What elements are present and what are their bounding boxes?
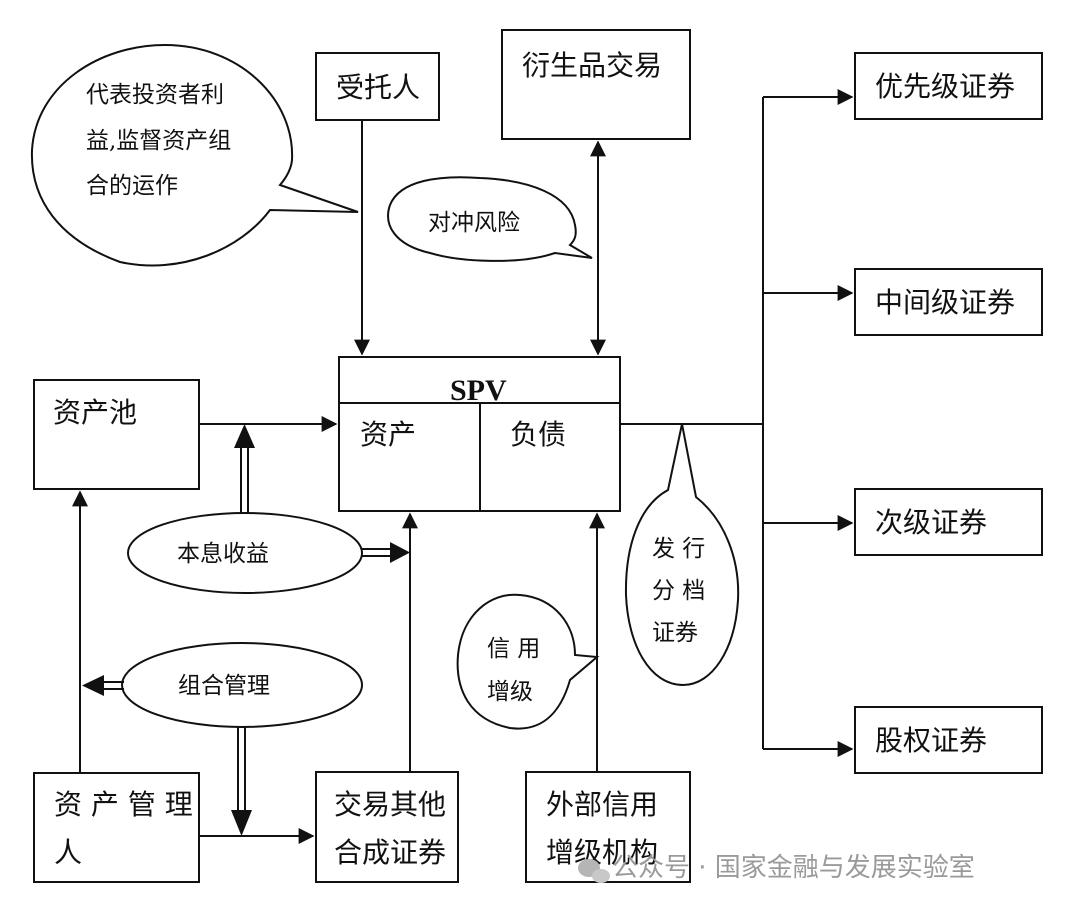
external-credit-line-1: 外部信用 <box>546 788 658 821</box>
spv-liabilities-label: 负债 <box>510 418 566 451</box>
equity-securities-label: 股权证券 <box>875 724 987 757</box>
external-credit-line-2: 增级机构 <box>546 836 658 869</box>
portfolio-to-left-double-arrow <box>82 675 124 696</box>
investor-representation-bubble: 代表投资者利 益,监督资产组 合的运作 <box>30 43 359 267</box>
trustee-box: 受托人 <box>315 52 440 121</box>
principal-to-pool-double-arrow <box>234 424 255 517</box>
asset-manager-box: 资 产 管 理 人 <box>33 772 200 883</box>
investor-bubble-line-1: 代表投资者利 <box>86 82 224 108</box>
portfolio-management-bubble: 组合管理 <box>121 642 363 728</box>
investor-bubble-line-2: 益,监督资产组 <box>86 128 231 154</box>
tranche-issuance-line-1: 发 行 <box>652 536 705 562</box>
portfolio-management-label: 组合管理 <box>178 673 270 699</box>
trade-synthetic-box: 交易其他 合成证券 <box>315 771 459 883</box>
principal-to-trade-double-arrow <box>362 542 410 563</box>
credit-enhancement-bubble: 信 用 增级 <box>456 593 600 730</box>
credit-enhancement-line-2: 增级 <box>487 679 533 705</box>
tranche-issuance-bubble: 发 行 分 档 证券 <box>624 423 740 687</box>
trade-synthetic-line-2: 合成证券 <box>334 836 446 869</box>
derivatives-box: 衍生品交易 <box>501 29 691 140</box>
senior-securities-box: 优先级证券 <box>854 52 1043 120</box>
spv-title: SPV <box>450 374 507 407</box>
asset-pool-box: 资产池 <box>33 379 200 490</box>
spv-assets-label: 资产 <box>360 418 416 451</box>
external-credit-box: 外部信用 增级机构 <box>525 771 691 883</box>
watermark: 公众号 · 国家金融与发展实验室 <box>578 853 975 883</box>
principal-interest-label: 本息收益 <box>177 541 269 567</box>
subordinate-securities-box: 次级证券 <box>854 488 1043 556</box>
watermark-text: 公众号 · 国家金融与发展实验室 <box>612 853 975 883</box>
tranche-issuance-line-2: 分 档 <box>652 578 705 604</box>
trade-synthetic-line-1: 交易其他 <box>334 788 446 821</box>
trustee-label: 受托人 <box>336 71 420 104</box>
mezzanine-securities-label: 中间级证券 <box>875 286 1015 319</box>
mezzanine-securities-box: 中间级证券 <box>854 268 1043 336</box>
senior-securities-label: 优先级证券 <box>875 70 1015 103</box>
asset-manager-line-1: 资 产 管 理 <box>54 788 193 821</box>
asset-manager-line-2: 人 <box>54 836 82 869</box>
principal-interest-bubble: 本息收益 <box>127 512 363 594</box>
spv-box: SPV 资产 负债 <box>338 356 621 512</box>
investor-bubble-line-3: 合的运作 <box>86 173 178 199</box>
portfolio-down-double-arrow <box>231 727 252 836</box>
credit-enhancement-line-1: 信 用 <box>487 636 540 662</box>
tranche-distribution-lines <box>620 89 854 757</box>
hedge-risk-label: 对冲风险 <box>428 210 520 236</box>
subordinate-securities-label: 次级证券 <box>875 506 987 539</box>
tranche-issuance-line-3: 证券 <box>652 620 698 646</box>
asset-pool-label: 资产池 <box>53 396 137 429</box>
equity-securities-box: 股权证券 <box>854 706 1043 774</box>
wechat-icon <box>578 859 610 883</box>
derivatives-label: 衍生品交易 <box>522 49 662 82</box>
hedge-risk-bubble: 对冲风险 <box>387 176 593 262</box>
